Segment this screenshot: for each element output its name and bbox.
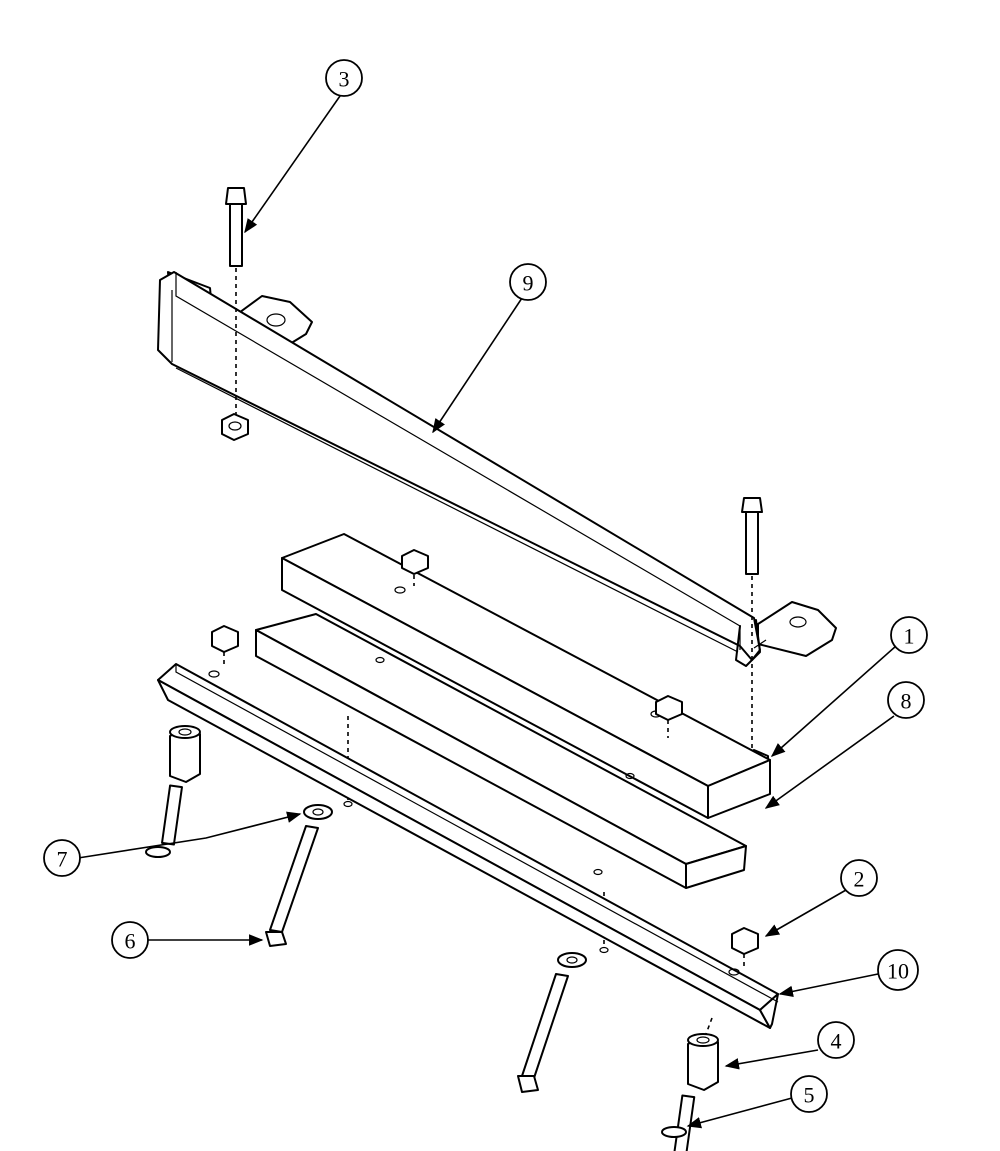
washer-part-7 bbox=[303, 804, 587, 968]
callout-1: 1 bbox=[890, 616, 928, 654]
svg-text:8: 8 bbox=[901, 689, 912, 714]
callout-7: 7 bbox=[43, 839, 81, 877]
lower-angle-bar-part-10 bbox=[157, 663, 779, 1029]
callout-leaders bbox=[77, 95, 897, 1129]
long-bolt-part-6 bbox=[265, 825, 569, 1093]
svg-text:3: 3 bbox=[339, 67, 350, 92]
carriage-bolt-part-5 bbox=[145, 784, 696, 1151]
svg-text:10: 10 bbox=[887, 959, 909, 984]
spacer-part-4 bbox=[169, 725, 719, 1091]
svg-text:5: 5 bbox=[804, 1083, 815, 1108]
callout-10: 10 bbox=[877, 949, 919, 991]
svg-text:6: 6 bbox=[125, 929, 136, 954]
callout-4: 4 bbox=[817, 1021, 855, 1059]
hex-nut-part-2 bbox=[211, 549, 759, 966]
svg-text:4: 4 bbox=[831, 1029, 842, 1054]
svg-text:2: 2 bbox=[854, 867, 865, 892]
callout-5: 5 bbox=[790, 1075, 828, 1113]
rubber-block-lower bbox=[255, 613, 747, 889]
svg-text:7: 7 bbox=[57, 847, 68, 872]
svg-text:9: 9 bbox=[523, 271, 534, 296]
svg-text:1: 1 bbox=[904, 624, 915, 649]
callout-3: 3 bbox=[325, 59, 363, 97]
callout-9: 9 bbox=[509, 263, 547, 301]
callout-2: 2 bbox=[840, 859, 878, 897]
rubber-block-part-8 bbox=[281, 533, 771, 819]
top-bracket-part-9 bbox=[157, 271, 837, 667]
callout-6: 6 bbox=[111, 921, 149, 959]
callout-8: 8 bbox=[887, 681, 925, 719]
bolt-part-3 bbox=[225, 187, 763, 754]
